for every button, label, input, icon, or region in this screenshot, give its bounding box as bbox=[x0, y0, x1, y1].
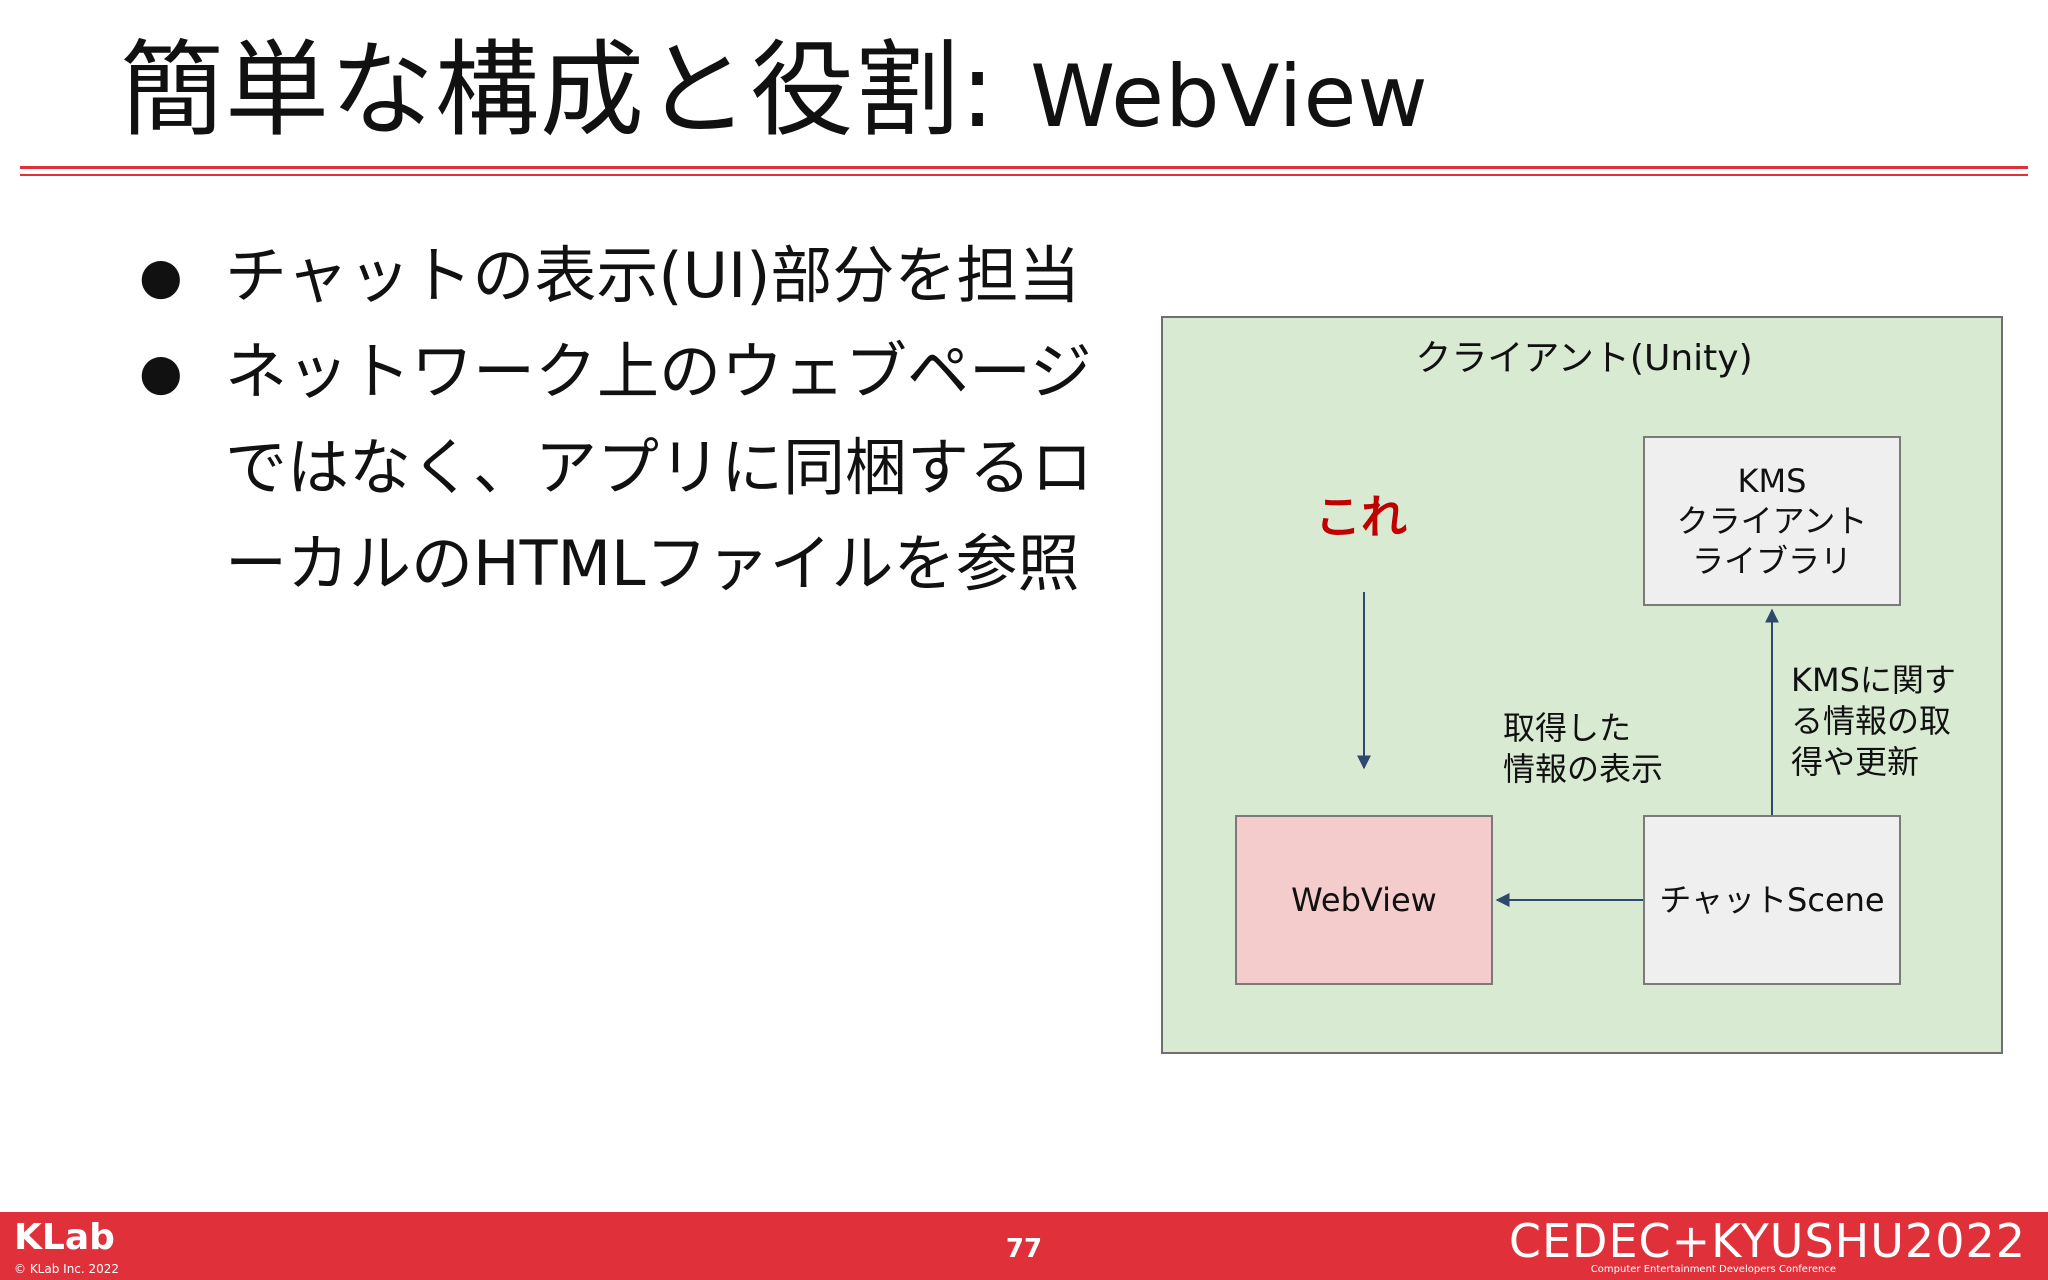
chat-scene-box: チャットScene bbox=[1643, 815, 1901, 985]
highlight-label: これ bbox=[1315, 490, 1407, 544]
footer-bar: KLab © KLab Inc. 2022 77 CEDEC+KYUSHU202… bbox=[0, 1212, 2048, 1280]
client-container-label: クライアント(Unity) bbox=[1415, 338, 1753, 379]
event-logo: CEDEC+KYUSHU2022 bbox=[1508, 1214, 2026, 1268]
klab-logo: KLab bbox=[14, 1217, 115, 1258]
architecture-diagram: クライアント(Unity) これ KMS クライアント ライブラリ WebVie… bbox=[1161, 316, 2003, 1054]
title-divider-top bbox=[20, 166, 2028, 169]
bullet-item: ● ネットワーク上のウェブページではなく、アプリに同梱するローカルのHTMLファ… bbox=[135, 324, 1115, 612]
display-info-label: 取得した 情報の表示 bbox=[1503, 709, 1664, 788]
bullet-text: ネットワーク上のウェブページではなく、アプリに同梱するローカルのHTMLファイル… bbox=[225, 335, 1094, 600]
kms-update-label: KMSに関す る情報の取 得や更新 bbox=[1791, 661, 1956, 781]
webview-box: WebView bbox=[1235, 815, 1493, 985]
kms-client-library-box: KMS クライアント ライブラリ bbox=[1643, 436, 1901, 606]
page-number: 77 bbox=[1005, 1234, 1043, 1264]
title-japanese: 簡単な構成と役割: bbox=[120, 29, 997, 151]
title-divider-bottom bbox=[20, 174, 2028, 176]
bullet-dot-icon: ● bbox=[139, 343, 183, 401]
event-tagline: Computer Entertainment Developers Confer… bbox=[1590, 1264, 1836, 1275]
diagram-arrows bbox=[1357, 592, 1779, 907]
copyright-text: © KLab Inc. 2022 bbox=[14, 1262, 120, 1276]
bullet-item: ● チャットの表示(UI)部分を担当 bbox=[135, 228, 1115, 324]
bullet-text: チャットの表示(UI)部分を担当 bbox=[225, 239, 1081, 312]
bullet-list: ● チャットの表示(UI)部分を担当 ● ネットワーク上のウェブページではなく、… bbox=[135, 228, 1115, 612]
bullet-dot-icon: ● bbox=[139, 247, 183, 305]
slide-title: 簡単な構成と役割: WebView bbox=[120, 28, 1429, 153]
title-english: WebView bbox=[1030, 47, 1429, 147]
